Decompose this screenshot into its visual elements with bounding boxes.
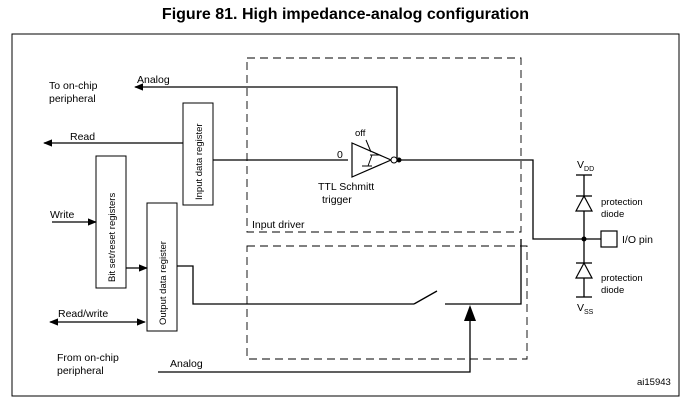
vdd-label: VDD <box>577 159 594 173</box>
io-pin-label: I/O pin <box>622 234 653 246</box>
output-data-register-label: Output data register <box>158 241 169 325</box>
zero-label: 0 <box>337 149 343 161</box>
from-onchip-label-2: peripheral <box>57 365 104 377</box>
vss-label: VSS <box>577 302 594 316</box>
ref-code-label: ai15943 <box>637 377 671 388</box>
schmitt-output-line <box>399 159 601 240</box>
to-onchip-label-2: peripheral <box>49 93 96 105</box>
input-data-register-box <box>182 102 214 206</box>
protection-diode-top-2: diode <box>601 209 624 220</box>
diagram-frame <box>11 33 680 397</box>
pin-junction-dot <box>581 236 587 242</box>
analog-in-line <box>158 308 471 373</box>
schmitt-inverter-bubble <box>390 156 398 164</box>
analog-top-label: Analog <box>137 74 170 86</box>
off-label: off <box>355 128 366 139</box>
analog-in-arrowhead <box>464 305 476 321</box>
junction-dot <box>396 157 402 163</box>
diode-top <box>575 194 593 212</box>
read-label: Read <box>70 131 95 143</box>
ttl-schmitt-label-2: trigger <box>322 194 352 206</box>
input-driver-label: Input driver <box>252 219 305 231</box>
output-driver-box <box>246 245 528 360</box>
schmitt-enable-line <box>365 139 372 153</box>
input-driver-box <box>246 57 522 233</box>
output-switch <box>413 290 438 305</box>
analog-bottom-label: Analog <box>170 358 203 370</box>
protection-diode-bottom-1: protection <box>601 273 643 284</box>
switch-to-pin-line <box>445 239 522 305</box>
output-line <box>177 265 414 305</box>
protection-diode-top-1: protection <box>601 197 643 208</box>
write-label: Write <box>50 209 74 221</box>
schmitt-trigger-symbol <box>351 142 393 178</box>
to-onchip-label-1: To on-chip <box>49 80 98 92</box>
ttl-schmitt-label-1: TTL Schmitt <box>318 181 374 193</box>
input-data-register-label: Input data register <box>194 123 205 200</box>
analog-out-line <box>134 83 398 158</box>
protection-diode-bottom-2: diode <box>601 285 624 296</box>
read-write-label: Read/write <box>58 308 108 320</box>
io-pin-box <box>600 230 618 248</box>
figure-title: Figure 81. High impedance-analog configu… <box>161 6 530 23</box>
bit-set-reset-registers-label: Bit set/reset registers <box>107 193 118 282</box>
diode-bottom <box>575 261 593 279</box>
from-onchip-label-1: From on-chip <box>57 352 119 364</box>
hysteresis-icon <box>362 154 380 167</box>
